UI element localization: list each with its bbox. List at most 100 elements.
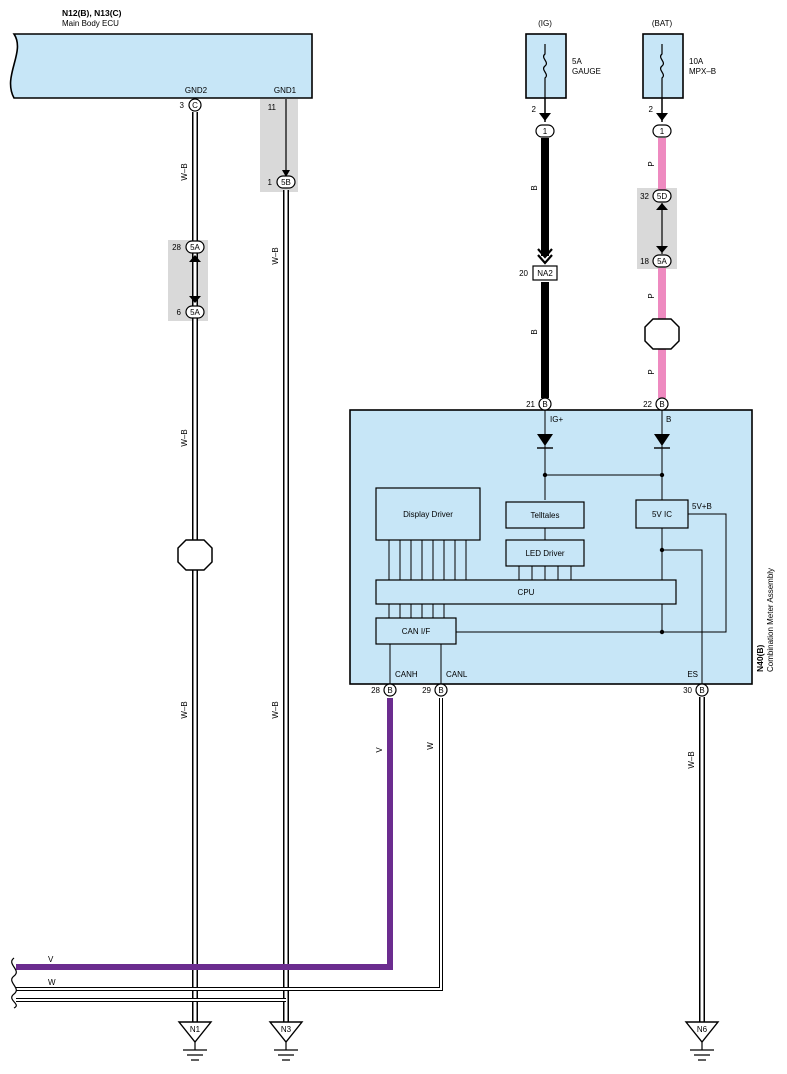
pin-5a-right: 5A 18 [640, 254, 672, 268]
svg-text:1: 1 [660, 127, 665, 136]
svg-text:28: 28 [172, 243, 181, 252]
na2-arrow-icon-1 [537, 248, 553, 259]
pin-5d: 5D 32 [640, 189, 672, 203]
cpu-label: CPU [518, 588, 535, 597]
svg-text:1: 1 [543, 127, 548, 136]
fuse-ig-pin: 2 [532, 105, 537, 114]
can-if-block [375, 617, 457, 645]
svg-text:5A: 5A [190, 308, 200, 317]
junction-5d-down-arrow-icon [656, 246, 668, 253]
diode-ig-icon [537, 434, 553, 446]
svg-text:29: 29 [422, 686, 431, 695]
display-driver-block [375, 487, 481, 541]
na2-arrow-icon-2 [537, 254, 553, 265]
fuse-bat-source: (BAT) [652, 19, 673, 28]
ecu-name: Main Body ECU [62, 19, 119, 28]
pin-meter-22: B 22 [643, 397, 669, 411]
led-driver-label: LED Driver [525, 549, 564, 558]
svg-text:5B: 5B [281, 178, 291, 187]
label-v-1: V [375, 747, 384, 753]
svg-text:NA2: NA2 [537, 269, 553, 278]
pin-5a-top: 5A 28 [172, 240, 205, 254]
pin-ig-1: 1 [535, 124, 555, 138]
label-b-2: B [530, 329, 539, 334]
ecu-gnd2-label: GND2 [185, 86, 208, 95]
junction-5a-down-arrow-icon [189, 296, 201, 303]
harness-break-icon [11, 957, 17, 1009]
ic-5v-block [635, 499, 689, 529]
svg-text:20: 20 [519, 269, 528, 278]
fuse-ig-icon [542, 44, 548, 98]
label-wb-2: W–B [180, 429, 189, 446]
pin-meter-30: B 30 [683, 683, 709, 697]
pin-5a-bottom: 5A 6 [177, 305, 205, 319]
junction-5d-up-arrow-icon [656, 203, 668, 210]
svg-text:5A: 5A [657, 257, 667, 266]
display-driver-label: Display Driver [403, 510, 453, 519]
svg-text:N6: N6 [697, 1025, 708, 1034]
fuse-bat: (BAT) 10A MPX–B 2 [642, 19, 716, 122]
svg-text:N3: N3 [281, 1025, 292, 1034]
ground-n3: N3 [268, 1021, 304, 1061]
ecu-gnd1-arrow-icon [282, 170, 290, 177]
pin-meter-21: B 21 [526, 397, 552, 411]
canh-label: CANH [395, 670, 418, 679]
meter-code: N40(B) [755, 644, 765, 672]
svg-text:18: 18 [640, 257, 649, 266]
label-w-1: W [426, 742, 435, 750]
ground-n1-icon [183, 1042, 207, 1061]
svg-text:B: B [659, 400, 664, 409]
meter-b-label: B [666, 415, 671, 424]
ecu-gnd1-label: GND1 [274, 86, 297, 95]
ground-n1: N1 [177, 1021, 213, 1061]
diode-b-icon [654, 434, 670, 446]
meter-ig-label: IG+ [550, 415, 563, 424]
fuse-ig-box [525, 33, 567, 99]
cpu-block [375, 579, 677, 605]
ic-5v-label: 5V IC [652, 510, 672, 519]
label-w-2: W [48, 978, 56, 987]
junction-5a-up-arrow-icon [189, 255, 201, 262]
label-p-3: P [647, 369, 656, 374]
pin-ecu-11: 11 [268, 103, 277, 112]
label-v-2: V [48, 955, 54, 964]
splice-point-p-icon [644, 318, 680, 350]
svg-text:30: 30 [683, 686, 692, 695]
pin-ecu-c: C 3 [180, 98, 202, 112]
fuse-ig-rating: 5A [572, 57, 582, 66]
combination-meter: N40(B) Combination Meter Assembly IG+ B … [349, 409, 775, 685]
label-p-2: P [647, 293, 656, 298]
fuse-bat-pin: 2 [649, 105, 654, 114]
label-wb-1: W–B [180, 163, 189, 180]
pin-meter-28: B 28 [371, 683, 397, 697]
wire-w-canl [16, 698, 443, 991]
canl-label: CANL [446, 670, 468, 679]
v5b-label: 5V+B [692, 502, 712, 511]
svg-text:B: B [542, 400, 547, 409]
label-wb-5: W–B [271, 701, 280, 718]
svg-text:6: 6 [177, 308, 182, 317]
fuse-bat-icon [659, 44, 665, 98]
ground-n6: N6 [684, 1021, 720, 1061]
fuse-ig-source: (IG) [538, 19, 552, 28]
svg-text:21: 21 [526, 400, 535, 409]
svg-text:C: C [192, 101, 198, 110]
label-wb-3: W–B [180, 701, 189, 718]
svg-text:32: 32 [640, 192, 649, 201]
svg-text:B: B [387, 686, 392, 695]
telltales-label: Telltales [531, 511, 560, 520]
fuse-ig-name: GAUGE [572, 67, 601, 76]
label-b-1: B [530, 185, 539, 190]
fuse-bat-arrow-icon [656, 113, 668, 121]
svg-text:B: B [699, 686, 704, 695]
ground-n6-icon [690, 1042, 714, 1061]
pin-meter-29: B 29 [422, 683, 448, 697]
fuse-bat-box [642, 33, 684, 99]
connector-na2: NA2 20 [519, 265, 558, 281]
svg-text:B: B [438, 686, 443, 695]
label-p-1: P [647, 161, 656, 166]
can-if-label: CAN I/F [402, 627, 431, 636]
ecu-box [9, 33, 313, 99]
svg-text:1: 1 [268, 178, 273, 187]
